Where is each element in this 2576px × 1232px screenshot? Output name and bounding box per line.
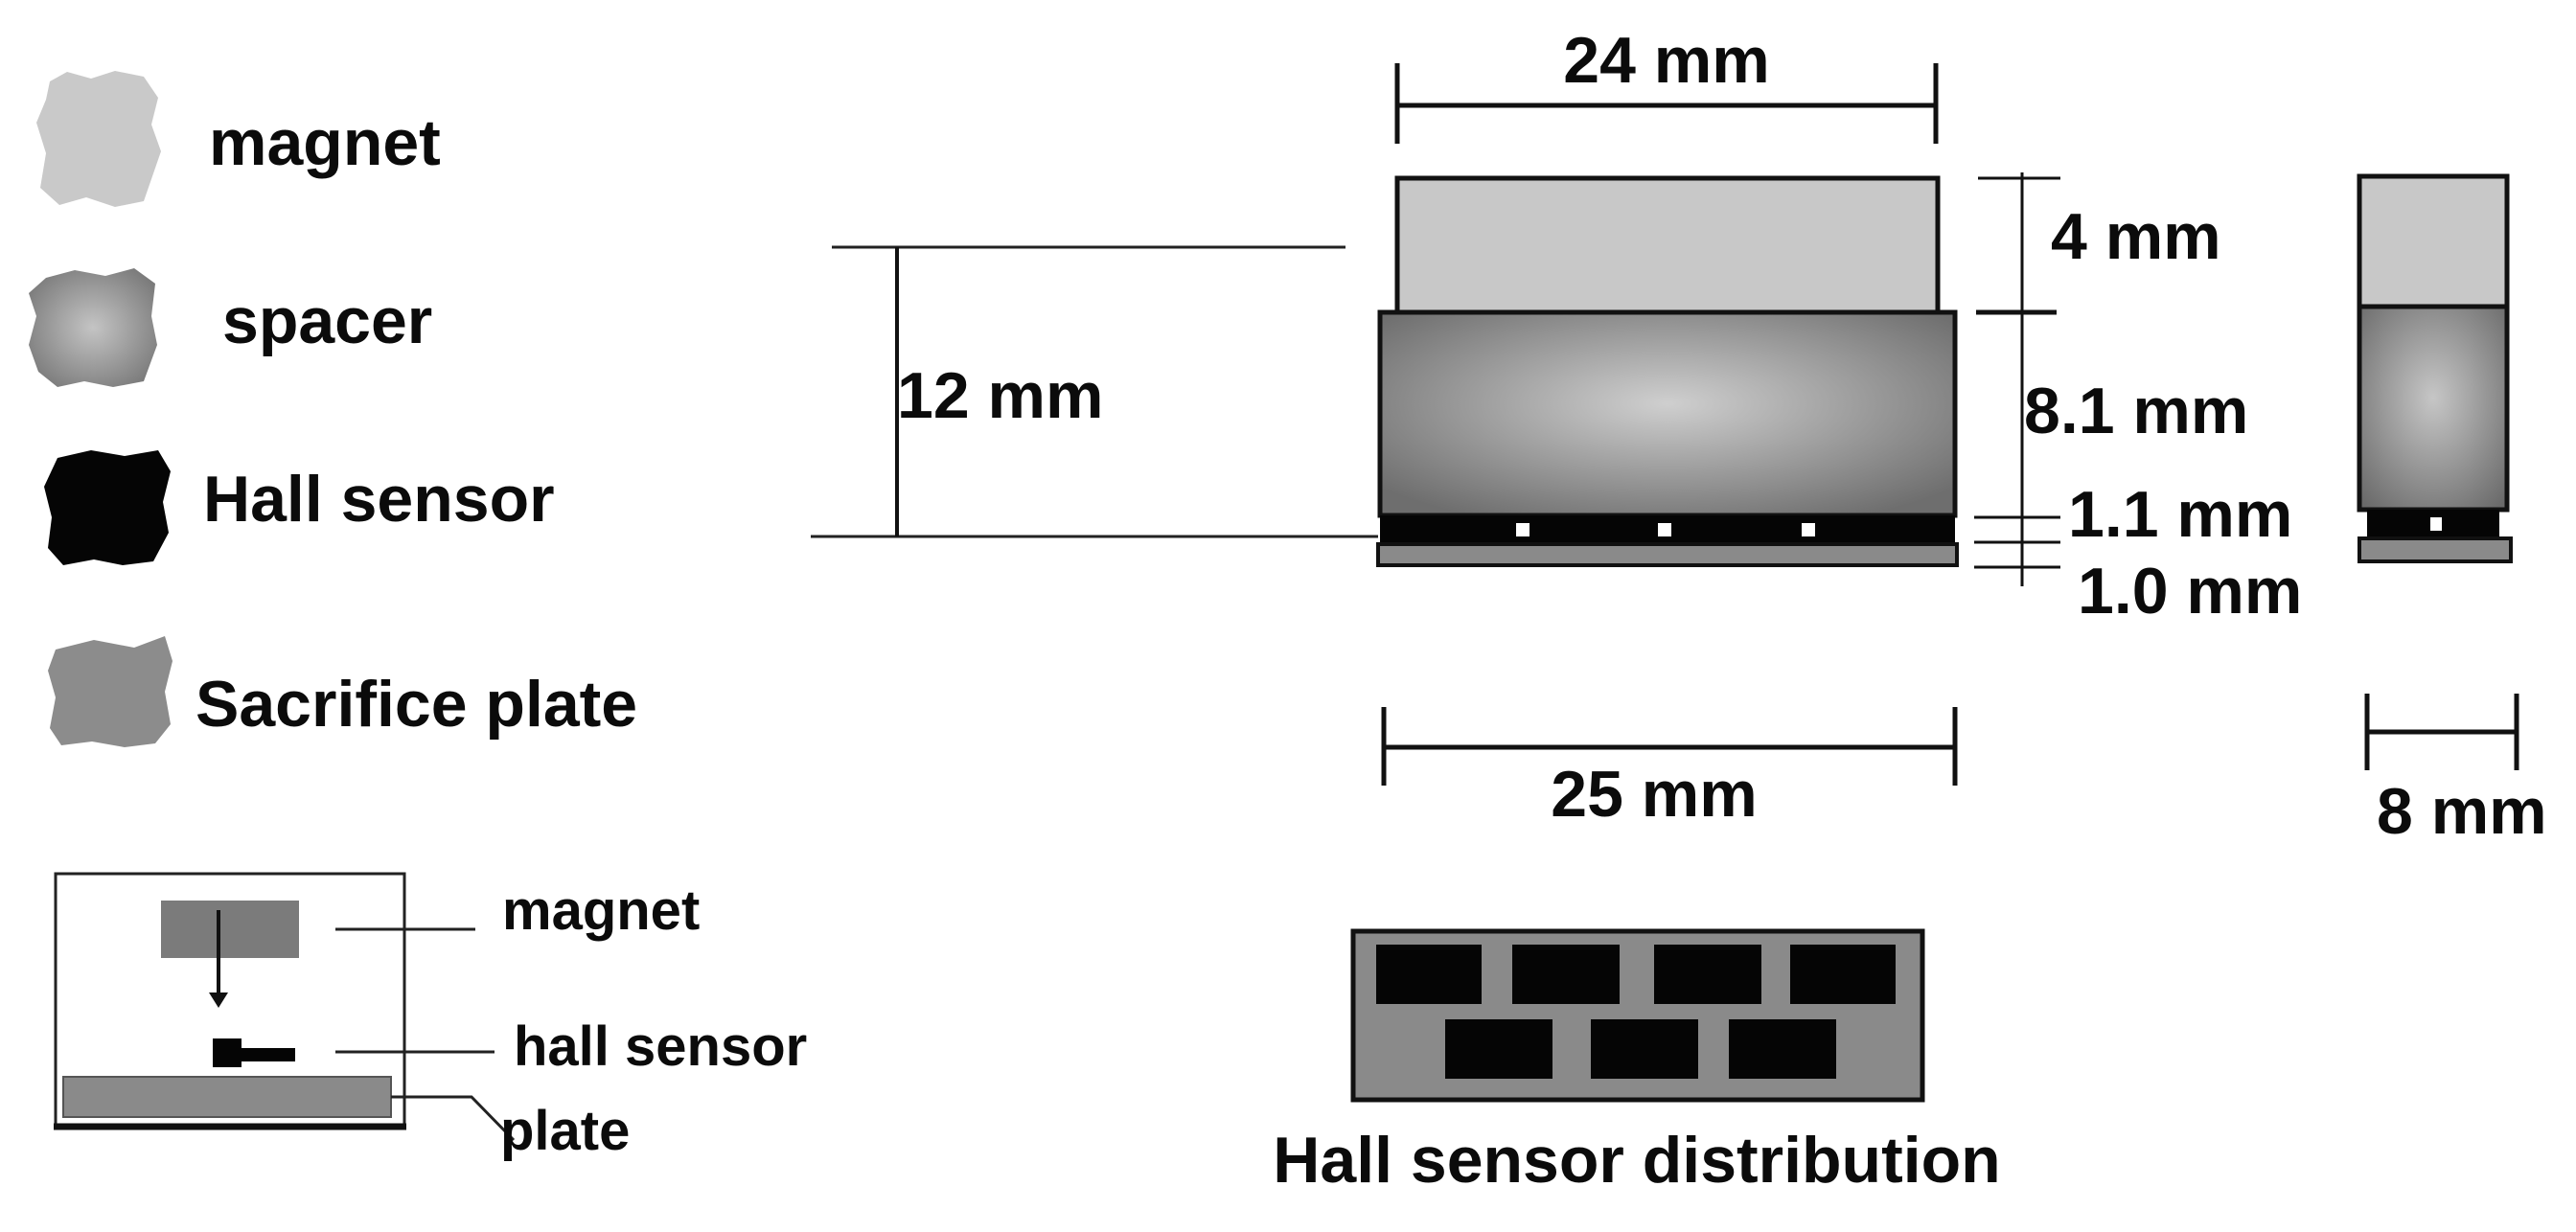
distribution-sensor-6: [1591, 1019, 1698, 1079]
schematic-hall-sensor: [213, 1038, 242, 1067]
front-sensor-dot-2: [1658, 523, 1671, 536]
side-sensor-dot: [2430, 517, 2442, 531]
schematic-label-plate: plate: [500, 1100, 630, 1162]
distribution-sensor-7: [1729, 1019, 1836, 1079]
schematic-hall-sensor-lead: [240, 1048, 295, 1061]
schematic-plate-leader: [391, 1095, 516, 1142]
front-spacer: [1377, 309, 1958, 518]
front-view: 24 mm 12 mm 4 mm 8.1 mm 1.1 mm 1.0 mm 25…: [811, 24, 2302, 831]
dim-label-total-height: 12 mm: [897, 359, 1103, 432]
schematic-label-magnet: magnet: [502, 879, 700, 942]
dim-label-plate-thickness: 1.0 mm: [2078, 555, 2302, 627]
assembly-schematic: magnet hall sensor plate: [54, 872, 807, 1162]
schematic-arrow-head-icon: [209, 992, 228, 1008]
side-view: 8 mm: [2357, 173, 2547, 848]
distribution-sensor-4: [1790, 945, 1896, 1004]
dim-label-bottom-width: 25 mm: [1551, 758, 1757, 831]
side-magnet: [2357, 173, 2510, 309]
front-magnet: [1394, 175, 1941, 315]
sacrifice-plate-swatch-icon: [48, 636, 172, 747]
schematic-plate: [62, 1076, 392, 1118]
distribution-sensor-5: [1445, 1019, 1552, 1079]
dim-label-spacer-height: 8.1 mm: [2024, 375, 2248, 447]
dim-label-magnet-height: 4 mm: [2051, 200, 2221, 273]
schematic-magnet: [161, 901, 299, 958]
schematic-label-hall-sensor: hall sensor: [514, 1015, 807, 1078]
spacer-swatch-icon: [29, 268, 157, 387]
distribution-sensor-1: [1376, 945, 1482, 1004]
legend-label-magnet: magnet: [209, 106, 441, 179]
legend: magnet spacer Hall sensor Sacrifice plat…: [29, 71, 637, 747]
legend-label-hall-sensor: Hall sensor: [203, 463, 555, 536]
distribution-caption: Hall sensor distribution: [1273, 1124, 2000, 1197]
legend-item-magnet: magnet: [36, 71, 441, 207]
dim-label-top-width: 24 mm: [1563, 24, 1769, 97]
front-sensor-dot-3: [1802, 523, 1815, 536]
distribution-sensor-3: [1654, 945, 1761, 1004]
dim-label-side-width: 8 mm: [2377, 775, 2547, 848]
magnet-swatch-icon: [36, 71, 161, 207]
distribution-sensor-2: [1512, 945, 1620, 1004]
side-spacer: [2357, 304, 2510, 513]
legend-label-spacer: spacer: [222, 285, 432, 357]
legend-label-sacrifice-plate: Sacrifice plate: [196, 668, 637, 741]
front-sensor-dot-1: [1516, 523, 1530, 536]
legend-item-sacrifice-plate: Sacrifice plate: [48, 636, 637, 747]
legend-item-hall-sensor: Hall sensor: [44, 450, 555, 565]
side-sacrifice-plate: [2358, 536, 2513, 563]
hall-sensor-distribution: Hall sensor distribution: [1273, 928, 2001, 1197]
dim-label-sensor-layer: 1.1 mm: [2068, 478, 2292, 551]
hall-sensor-swatch-icon: [44, 450, 171, 565]
legend-item-spacer: spacer: [29, 268, 432, 387]
front-sacrifice-plate: [1376, 542, 1959, 567]
